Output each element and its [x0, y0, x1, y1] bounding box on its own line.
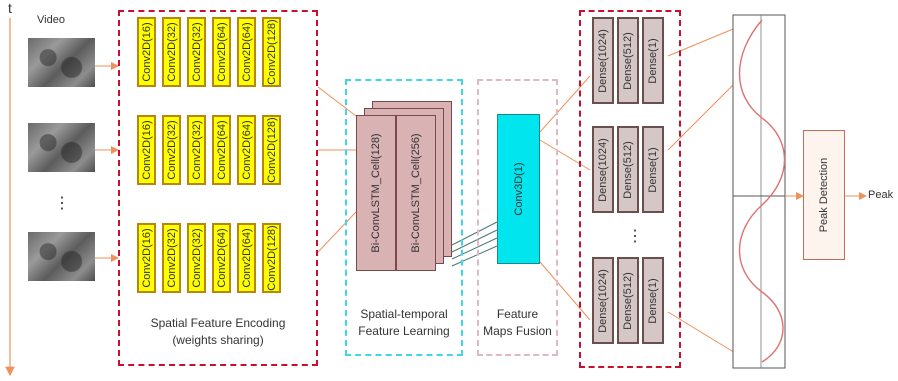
- spatial-temporal-frame: [345, 79, 463, 356]
- peak-output-label: Peak: [868, 189, 894, 201]
- conv-layer: Conv2D(32): [162, 223, 181, 293]
- conv-layer: Conv2D(128): [262, 17, 281, 87]
- peak-detection-box: Peak Detection: [803, 130, 845, 260]
- dense-layer: Dense(1024): [592, 257, 614, 344]
- dense-layer: Dense(1024): [592, 126, 614, 213]
- dense-layer: Dense(512): [617, 257, 639, 344]
- dense-layer: Dense(1): [642, 257, 664, 344]
- dense-frame: [579, 10, 681, 368]
- conv-layer: Conv2D(64): [212, 223, 231, 293]
- conv-layer: Conv2D(64): [237, 223, 256, 293]
- lstm-fusion-line-3: [451, 237, 498, 260]
- signal-wave: [738, 19, 786, 363]
- dense-layer: Dense(1): [642, 126, 664, 213]
- conv-layer: Conv2D(64): [212, 115, 231, 185]
- conv3d-layer: Conv3D(1): [497, 114, 540, 264]
- dense-layer: Dense(512): [617, 17, 639, 104]
- signal-panel: [732, 14, 786, 369]
- dense-layer: Dense(512): [617, 126, 639, 213]
- fusion-caption: Feature Maps Fusion: [483, 307, 552, 338]
- video-ellipsis: ⋮: [54, 195, 70, 212]
- lstm-fusion-line-4: [451, 245, 498, 267]
- time-axis-label: t: [8, 0, 12, 16]
- spatial-encoding-caption: Spatial Feature Encoding (weights sharin…: [150, 316, 286, 347]
- spatial-temporal-caption: Spatial-temporal Feature Learning: [358, 307, 450, 338]
- conv-layer: Conv2D(128): [262, 115, 281, 185]
- dense-ellipsis: ⋮: [627, 228, 643, 245]
- conv-layer: Conv2D(32): [187, 115, 206, 185]
- conv-layer: Conv2D(16): [137, 223, 156, 293]
- dense-layer: Dense(1): [642, 17, 664, 104]
- video-frame-1: [28, 38, 95, 87]
- spatial-encoding-frame: [118, 10, 318, 366]
- conv-layer: Conv2D(32): [162, 17, 181, 87]
- lstm-cell-256: Bi-ConvLSTM_Cell(256): [396, 115, 436, 271]
- conv-layer: Conv2D(64): [237, 115, 256, 185]
- lstm-fusion-line-1: [451, 221, 498, 246]
- conv-layer: Conv2D(32): [187, 223, 206, 293]
- conv-layer: Conv2D(64): [237, 17, 256, 87]
- fusion-dense-line-2: [539, 139, 591, 171]
- conv-layer: Conv2D(64): [212, 17, 231, 87]
- conv-lstm-line-1: [317, 86, 357, 117]
- conv-layer: Conv2D(32): [162, 115, 181, 185]
- video-label: Video: [37, 14, 65, 26]
- conv-layer: Conv2D(32): [187, 17, 206, 87]
- video-frame-3: [28, 232, 95, 281]
- dense-layer: Dense(1024): [592, 17, 614, 104]
- lstm-cell-128: Bi-ConvLSTM_Cell(128): [356, 115, 396, 271]
- fusion-dense-line-1: [539, 75, 591, 133]
- conv-layer: Conv2D(128): [262, 223, 281, 293]
- fusion-frame: [477, 79, 558, 356]
- video-frame-2: [28, 123, 95, 172]
- conv-layer: Conv2D(16): [137, 115, 156, 185]
- fusion-dense-line-3: [539, 261, 591, 321]
- lstm-fusion-line-2: [451, 229, 498, 253]
- conv-lstm-line-3: [317, 211, 357, 253]
- conv-layer: Conv2D(16): [137, 17, 156, 87]
